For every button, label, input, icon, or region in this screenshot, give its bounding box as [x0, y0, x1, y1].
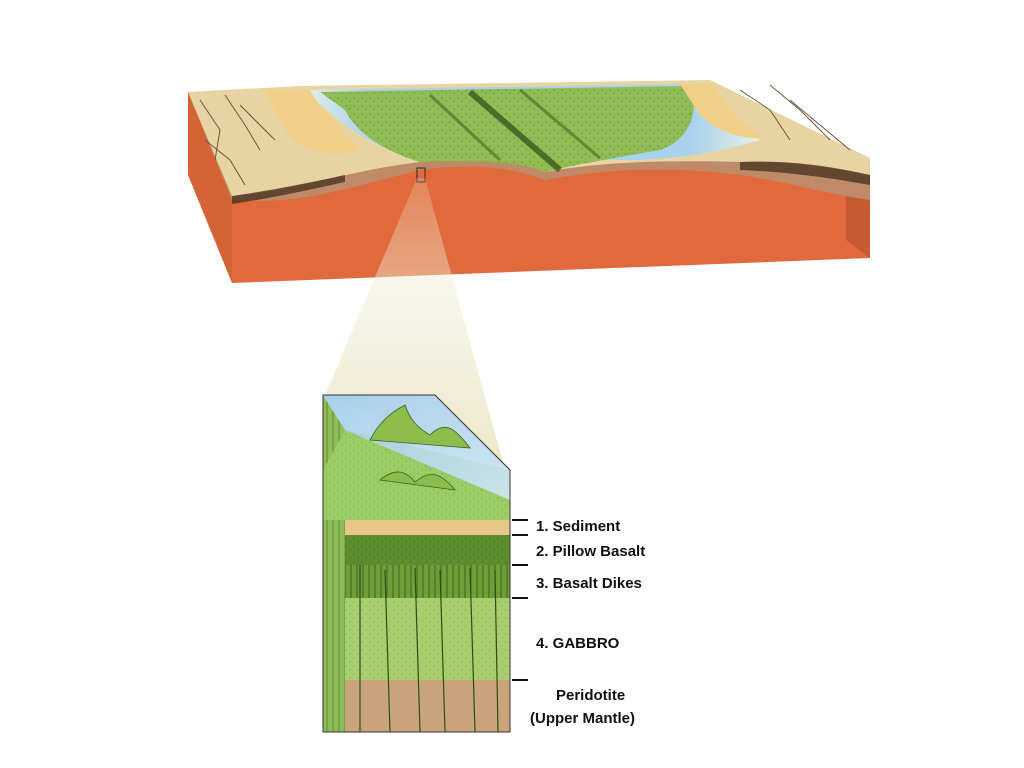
left-soil-band	[232, 175, 345, 204]
right-continent-relief	[739, 84, 851, 151]
layer-boundary-ticks	[512, 519, 528, 681]
label-peridotite: Peridotite	[556, 687, 625, 704]
ridge-axis	[468, 89, 562, 173]
seamounts	[369, 404, 471, 449]
section-outline	[322, 394, 511, 733]
crust-section-block	[322, 394, 511, 733]
section-water	[323, 395, 510, 500]
sediment-layer	[323, 520, 510, 535]
feeder-dikes	[359, 565, 499, 733]
label-sediment: 1. Sediment	[536, 518, 620, 535]
label-gabbro: 4. GABBRO	[536, 635, 620, 652]
block-ocean-crust-texture	[320, 86, 694, 172]
block-left-face	[188, 92, 232, 283]
label-basalt-dikes: 3. Basalt Dikes	[536, 575, 642, 592]
right-coast-sediment	[680, 84, 765, 139]
ocean-basin-block	[188, 80, 870, 283]
label-upper-mantle: (Upper Mantle)	[530, 710, 635, 727]
left-coast-sediment	[265, 90, 360, 154]
right-soil-band	[740, 161, 870, 185]
left-continent-relief	[199, 94, 276, 186]
label-pillow-basalt: 2. Pillow Basalt	[536, 543, 645, 560]
peridotite-layer	[323, 680, 510, 732]
